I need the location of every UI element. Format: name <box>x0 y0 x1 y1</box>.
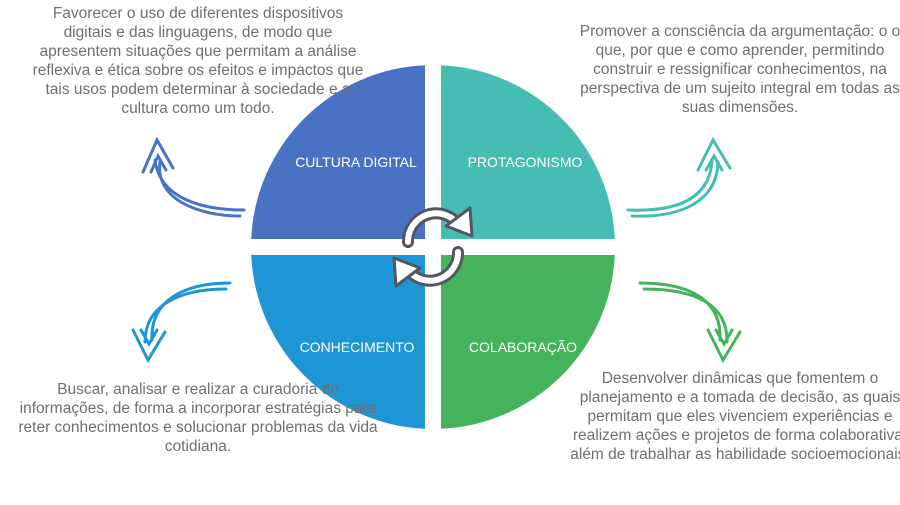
label-conhecimento: CONHECIMENTO <box>300 339 415 355</box>
quadrant-cultura-digital <box>251 65 425 239</box>
label-protagonismo: PROTAGONISMO <box>468 154 583 170</box>
label-colaboracao: COLABORAÇÃO <box>469 339 577 355</box>
curved-arrow-icon-top-right <box>626 136 732 218</box>
quadrant-protagonismo <box>441 65 615 239</box>
label-cultura-digital: CULTURA DIGITAL <box>295 154 417 170</box>
description-cultura-digital: Favorecer o uso de diferentes dispositiv… <box>32 5 364 117</box>
description-colaboracao: Desenvolver dinâmicas que fomentem o pla… <box>570 370 900 463</box>
description-conhecimento: Buscar, analisar e realizar a curadoria … <box>18 381 378 455</box>
quadrant-colaboracao <box>441 255 615 429</box>
description-protagonismo: Promover a consciência da argumentação: … <box>579 23 900 116</box>
curved-arrow-icon-bottom-left <box>131 281 232 364</box>
refresh-cycle-icon <box>392 206 474 288</box>
curved-arrow-icon-bottom-right <box>638 281 742 364</box>
curved-arrow-icon-top-left <box>141 136 246 218</box>
quadrant-conhecimento <box>251 255 425 429</box>
